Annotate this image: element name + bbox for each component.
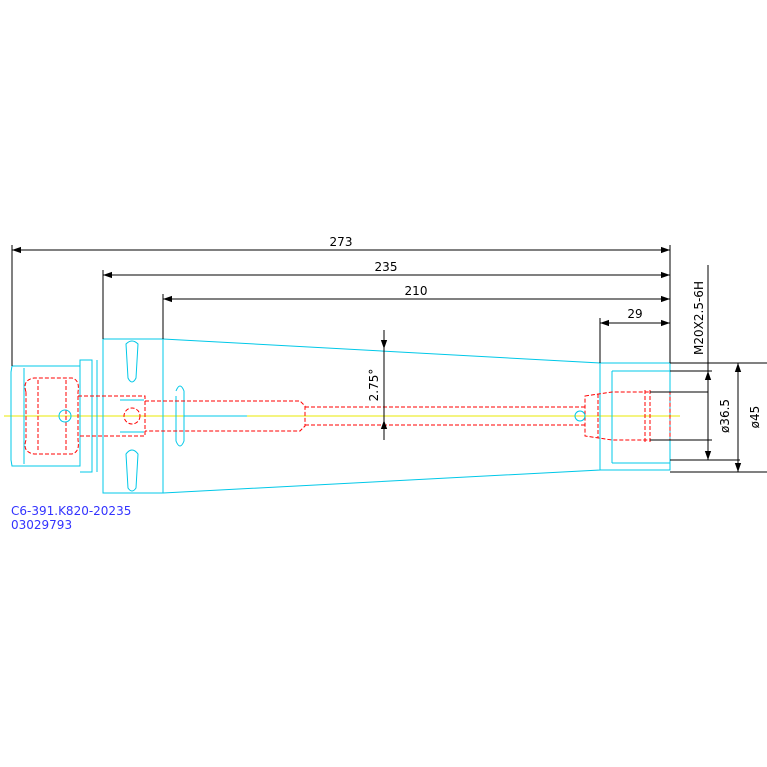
dim-flange-to-end: 235 — [375, 260, 398, 274]
main-bore — [145, 400, 306, 432]
collet-pocket — [24, 377, 79, 455]
internal-features — [24, 377, 671, 455]
drive-slot-lower — [125, 449, 139, 492]
dim-outer-diameter: ø45 — [748, 406, 762, 429]
dim-taper-angle: 2.75° — [367, 369, 381, 402]
dim-bore-diameter: ø36.5 — [718, 399, 732, 433]
dim-overall-length: 273 — [330, 235, 353, 249]
part-outline — [10, 338, 671, 494]
collet-hole — [58, 409, 72, 423]
part-number: 03029793 — [11, 518, 73, 532]
dim-end-section: 29 — [627, 307, 642, 321]
drive-slot-upper — [125, 340, 139, 383]
dim-taper-to-end: 210 — [405, 284, 428, 298]
cross-hole — [123, 407, 141, 425]
dim-thread: M20X2.5-6H — [692, 281, 706, 355]
flange-bore — [78, 395, 146, 437]
end-hole — [574, 410, 586, 422]
coolant-spiral — [175, 385, 247, 447]
dimension-lines — [11, 245, 767, 473]
coolant-channel — [305, 406, 585, 426]
part-code: C6-391.K820-20235 — [11, 504, 132, 518]
flange-outline — [102, 338, 164, 494]
neck-outline — [79, 359, 93, 473]
taper-body-outline — [162, 338, 601, 494]
